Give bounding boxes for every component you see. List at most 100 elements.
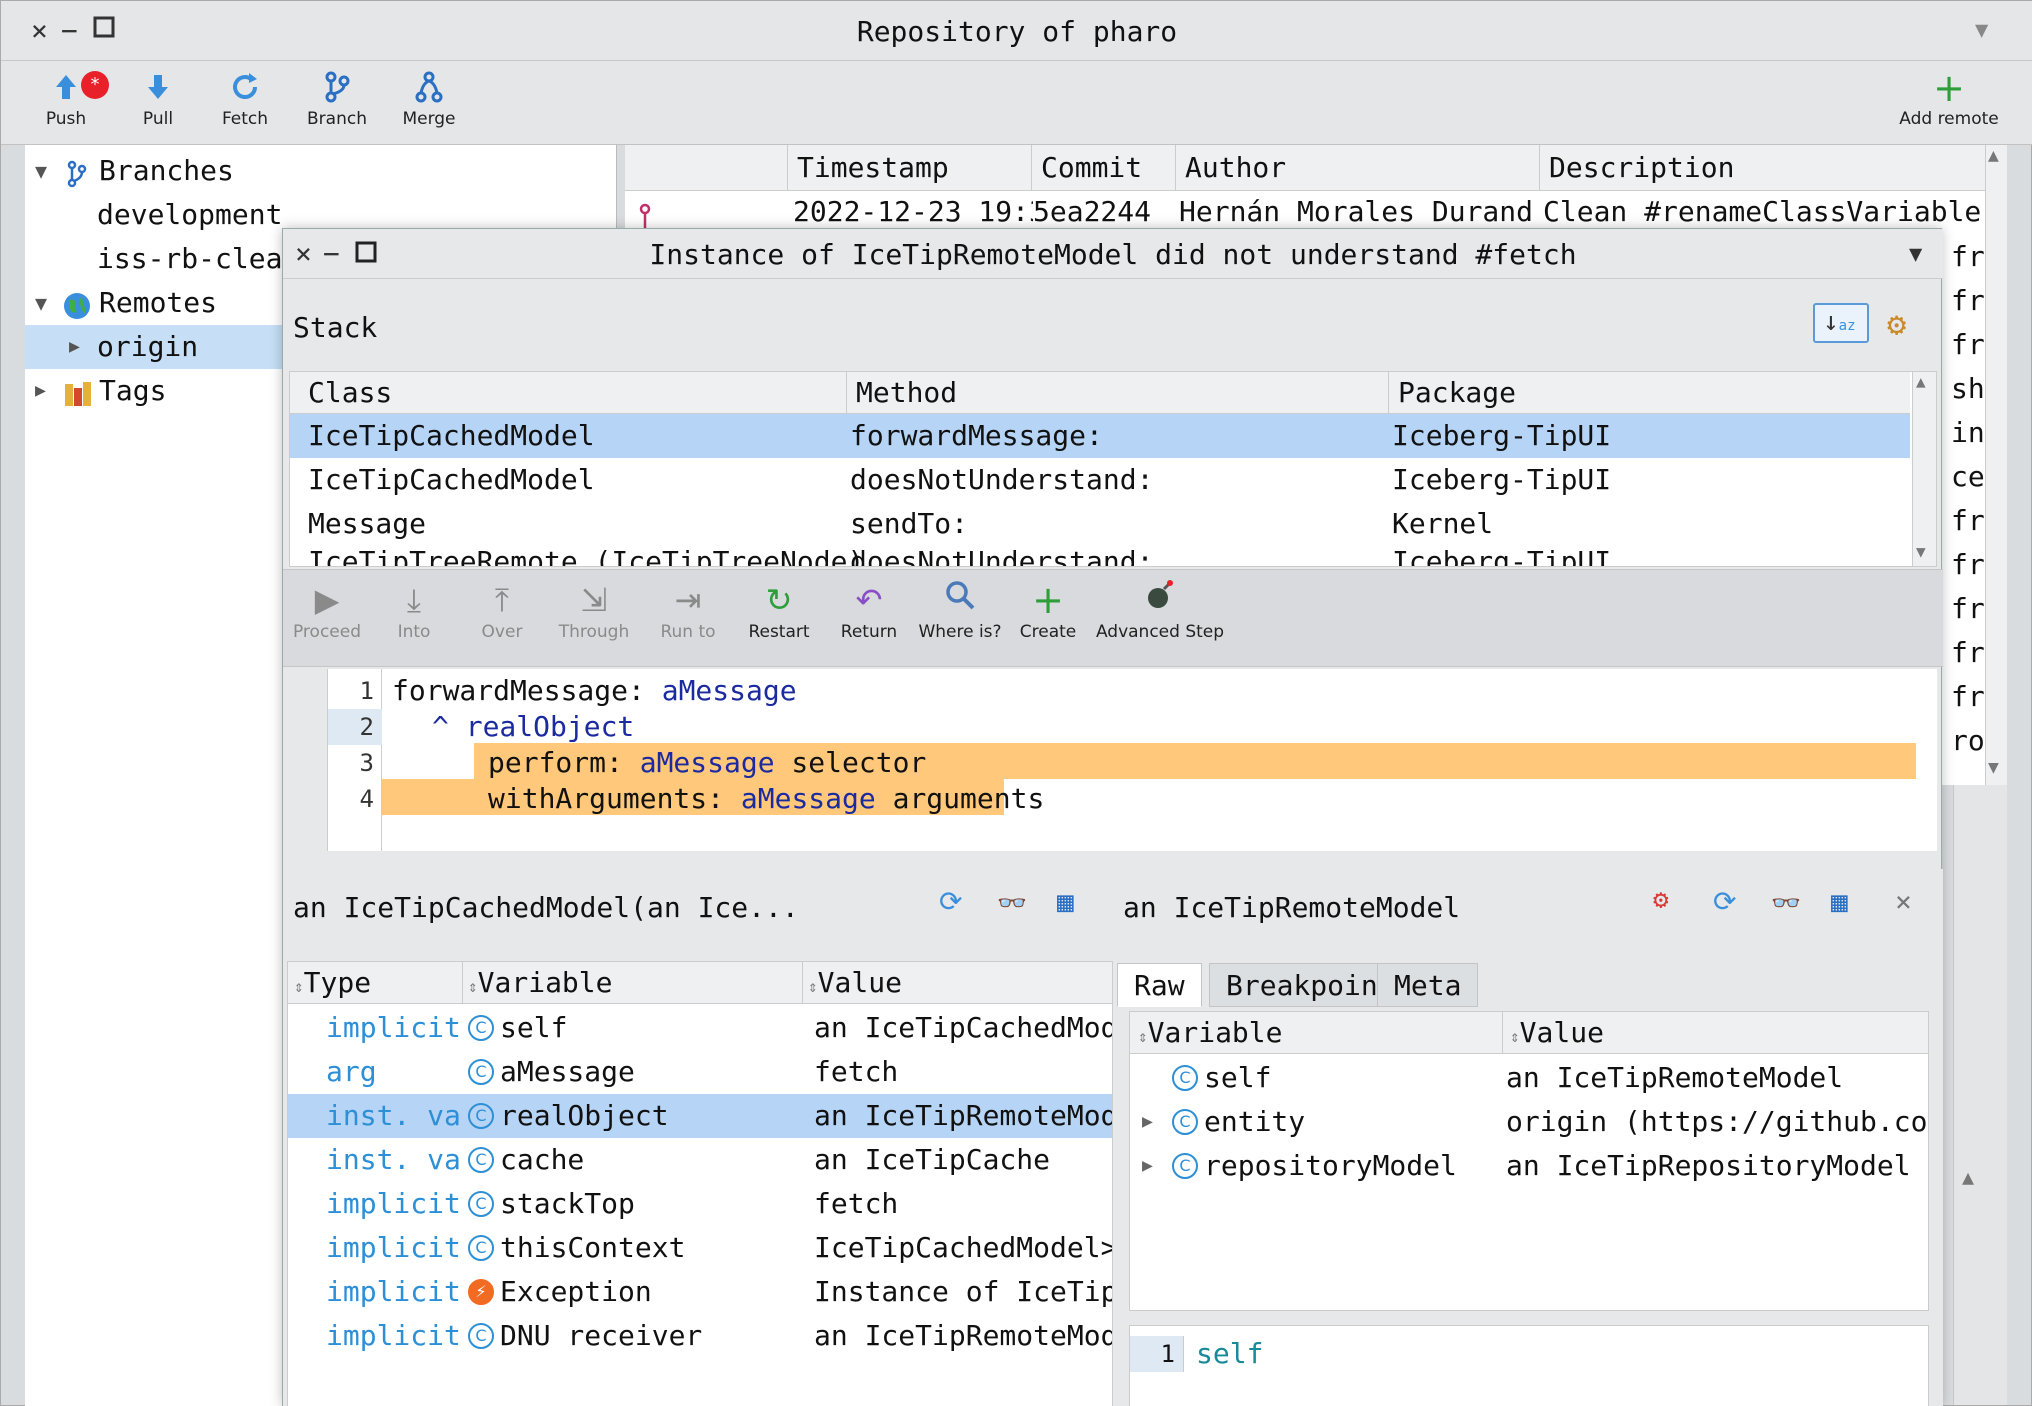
variable-type: arg <box>326 1055 377 1088</box>
scroll-up-icon[interactable]: ▲ <box>1962 1165 1975 1189</box>
bomb-icon <box>1095 578 1225 622</box>
window-menu-icon[interactable]: ▼ <box>1909 242 1923 267</box>
refresh-icon[interactable]: ⟳ <box>1713 885 1737 918</box>
scroll-up-icon[interactable]: ▲ <box>1916 372 1926 391</box>
column-header-package[interactable]: Package <box>1398 376 1517 409</box>
column-header-variable[interactable]: ⇕Variable <box>1138 1016 1283 1049</box>
step-over-button[interactable]: ⤒ Over <box>467 578 537 642</box>
raw-row[interactable]: C self an IceTipRemoteModel <box>1130 1056 1928 1100</box>
column-header-timestamp[interactable]: Timestamp <box>797 151 949 184</box>
pull-icon <box>133 67 183 109</box>
context-variables-table: ⇕Type ⇕Variable ⇕Value implicit C self a… <box>287 961 1113 1406</box>
selector-part: arguments <box>875 782 1045 815</box>
where-is-button[interactable]: Where is? <box>917 578 1003 642</box>
stack-frame-row[interactable]: IceTipCachedModel doesNotUnderstand: Ice… <box>290 458 1910 502</box>
column-header-type[interactable]: ⇕Type <box>294 966 371 999</box>
tree-node-remotes[interactable]: ▼ Remotes <box>25 281 617 325</box>
variable-row[interactable]: implicit ⚡ Exception Instance of IceTipR… <box>288 1270 1112 1314</box>
step-into-button[interactable]: ⤓ Into <box>379 578 449 642</box>
tree-item-branch[interactable]: development <box>25 193 617 237</box>
tab-raw[interactable]: Raw <box>1117 963 1202 1007</box>
tree-node-tags[interactable]: ▶ Tags <box>25 369 617 413</box>
variable-name: aMessage <box>500 1055 635 1088</box>
repository-title-bar[interactable]: × − Repository of pharo ▼ <box>1 1 2032 61</box>
window-title: Repository of pharo <box>856 15 1178 48</box>
merge-button[interactable]: Merge <box>397 67 461 129</box>
collapsed-triangle-icon[interactable]: ▶ <box>69 336 80 357</box>
close-icon[interactable]: × <box>1895 885 1912 918</box>
sort-az-button[interactable]: ↓az <box>1813 303 1869 343</box>
repository-toolbar: Push * Pull Fetch Branch Merge <box>1 61 2032 145</box>
variable-row[interactable]: implicit C thisContext IceTipCachedModel… <box>288 1226 1112 1270</box>
column-header-author[interactable]: Author <box>1185 151 1287 184</box>
raw-row[interactable]: ▶ C entity origin (https://github.com/h <box>1130 1100 1928 1144</box>
collapsed-triangle-icon[interactable]: ▶ <box>35 380 46 401</box>
maximize-icon[interactable] <box>93 15 115 43</box>
expand-triangle-icon[interactable]: ▼ <box>35 291 48 315</box>
class-icon: C <box>1172 1109 1198 1135</box>
expand-triangle-icon[interactable]: ▶ <box>1142 1155 1153 1176</box>
expand-triangle-icon[interactable]: ▼ <box>35 159 48 183</box>
column-header-description[interactable]: Description <box>1549 151 1735 184</box>
variable-row[interactable]: implicit C DNU receiver an IceTipRemoteM… <box>288 1314 1112 1358</box>
commit-description-fragment: fr <box>1951 548 1985 581</box>
stack-scrollbar[interactable]: ▲ ▼ <box>1912 372 1936 566</box>
push-button[interactable]: Push <box>41 67 91 129</box>
glasses-icon[interactable]: 👓 <box>997 889 1027 917</box>
browse-icon[interactable]: ▦ <box>1831 885 1848 918</box>
branch-button[interactable]: Branch <box>305 67 369 129</box>
close-icon[interactable]: × <box>31 14 48 47</box>
add-remote-button[interactable]: + Add remote <box>1899 67 1999 129</box>
stack-frame-row[interactable]: IceTipCachedModel forwardMessage: Iceber… <box>290 414 1910 458</box>
table-row[interactable]: 2022-12-23 19:3 5ea2244 Hernán Morales D… <box>625 191 1985 235</box>
scroll-down-icon[interactable]: ▼ <box>1916 542 1926 561</box>
lower-panel-scrollbar[interactable]: ▲ <box>1953 785 2007 1405</box>
minimize-icon[interactable]: − <box>61 14 78 47</box>
restart-button[interactable]: ↻ Restart <box>739 578 819 642</box>
commit-scrollbar[interactable]: ▲ ▼ <box>1985 145 2007 785</box>
close-icon[interactable]: × <box>295 237 312 270</box>
column-header-variable[interactable]: ⇕Variable <box>468 966 613 999</box>
column-header-method[interactable]: Method <box>856 376 958 409</box>
variable-row[interactable]: inst. var C cache an IceTipCache <box>288 1138 1112 1182</box>
advanced-step-button[interactable]: Advanced Step <box>1095 578 1225 642</box>
graph-icon[interactable]: ⚙ <box>1653 885 1669 915</box>
browse-icon[interactable]: ▦ <box>1057 885 1074 918</box>
scroll-up-icon[interactable]: ▲ <box>1988 145 1999 166</box>
variable-row[interactable]: implicit C stackTop fetch <box>288 1182 1112 1226</box>
step-through-button[interactable]: ⇲ Through <box>549 578 639 642</box>
column-header-commit[interactable]: Commit <box>1041 151 1143 184</box>
expand-triangle-icon[interactable]: ▶ <box>1142 1111 1153 1132</box>
tree-node-branches[interactable]: ▼ Branches <box>25 149 617 193</box>
column-header-value[interactable]: ⇕Value <box>808 966 902 999</box>
code-line: ^ realObject <box>432 709 634 745</box>
source-code-editor[interactable]: 1 2 3 4 forwardMessage: aMessage ^ realO… <box>327 669 1937 851</box>
stack-frame-row[interactable]: Message sendTo: Kernel <box>290 502 1910 546</box>
glasses-icon[interactable]: 👓 <box>1771 889 1801 917</box>
column-header-value[interactable]: ⇕Value <box>1510 1016 1604 1049</box>
maximize-icon[interactable] <box>355 240 377 268</box>
variable-row[interactable]: implicit C self an IceTipCachedModel <box>288 1006 1112 1050</box>
minimize-icon[interactable]: − <box>323 237 340 270</box>
evaluator-pane[interactable]: 1 self <box>1129 1325 1929 1406</box>
raw-row[interactable]: ▶ C repositoryModel an IceTipRepositoryM… <box>1130 1144 1928 1188</box>
proceed-button[interactable]: ▶ Proceed <box>289 578 365 642</box>
pull-button[interactable]: Pull <box>133 67 183 129</box>
create-button[interactable]: + Create <box>1015 578 1081 642</box>
debugger-title-bar[interactable]: × − Instance of IceTipRemoteModel did no… <box>283 229 1943 279</box>
tab-meta[interactable]: Meta <box>1377 963 1479 1007</box>
fetch-button[interactable]: Fetch <box>215 67 275 129</box>
column-separator <box>1502 1012 1503 1054</box>
variable-row[interactable]: inst. var C realObject an IceTipRemoteMo… <box>288 1094 1112 1138</box>
stack-frame-row[interactable]: IceTipTreeRemote (IceTipTreeNode) doesNo… <box>290 540 1910 566</box>
window-menu-icon[interactable]: ▼ <box>1975 18 1989 43</box>
column-header-class[interactable]: Class <box>308 376 393 409</box>
return-button[interactable]: ↶ Return <box>831 578 907 642</box>
refresh-icon[interactable]: ⟳ <box>939 885 963 918</box>
settings-wrench-icon[interactable]: ⚙ <box>1887 305 1907 343</box>
run-to-button[interactable]: ⇥ Run to <box>653 578 723 642</box>
scroll-down-icon[interactable]: ▼ <box>1988 757 1999 778</box>
variable-row[interactable]: arg C aMessage fetch <box>288 1050 1112 1094</box>
tree-item-branch[interactable]: iss-rb-clean <box>25 237 617 281</box>
variable-name: repositoryModel <box>1204 1149 1457 1182</box>
